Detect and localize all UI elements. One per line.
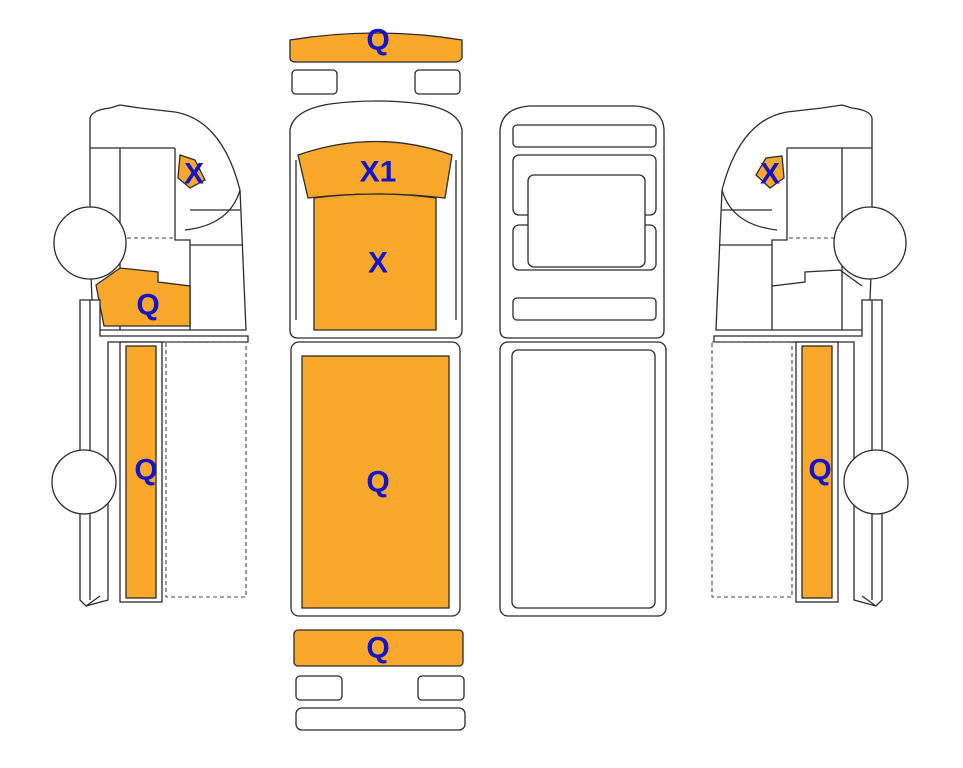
left-rear-wheel [51, 449, 117, 515]
underside-panel-top [512, 124, 657, 148]
roof-rear-zone [301, 355, 450, 609]
front-bumper-zone [289, 32, 463, 63]
left-front-wheel [53, 206, 127, 280]
left-door-lines [184, 189, 243, 246]
right-cab-window-zone [755, 155, 785, 189]
right-side-view: X Q [711, 104, 909, 607]
cab-side-lines [295, 160, 457, 320]
rear-bumper-zone [293, 629, 464, 667]
left-side-view: X Q Q [51, 104, 249, 607]
right-cargo-dashed-box [711, 341, 793, 598]
right-side-panel-label: Q [808, 454, 831, 487]
underside-panel-window [527, 174, 646, 268]
roof-front-zone [313, 193, 437, 331]
rear-step [295, 707, 466, 731]
left-headlight [291, 69, 338, 95]
left-cab-window-label: X [184, 158, 204, 191]
rear-bumper-label: Q [366, 632, 389, 665]
left-side-panel-label: Q [134, 454, 157, 487]
left-cargo-dashed-box [165, 341, 247, 598]
right-cab-outline [715, 104, 873, 331]
right-taillight [417, 675, 465, 701]
left-cab-lower-zone [95, 267, 191, 327]
left-cab-window-zone [177, 154, 206, 189]
left-side-panel-zone [125, 345, 157, 599]
roof-rear-label: Q [366, 466, 389, 499]
underside-panel-strip [512, 297, 657, 321]
roof-front-label: X [368, 247, 388, 280]
right-cab-lower-lines [771, 269, 863, 287]
underside-body-inner [511, 349, 656, 609]
right-cab-window-label: X [760, 158, 780, 191]
right-rear-wheel [843, 449, 909, 515]
left-taillight [295, 675, 343, 701]
front-bumper-label: Q [366, 24, 389, 57]
left-body-outline [79, 299, 249, 607]
right-headlight [414, 69, 461, 95]
windshield-label: X1 [360, 156, 397, 189]
left-cab-lower-label: Q [136, 289, 159, 322]
right-front-wheel [833, 206, 907, 280]
right-door-lines [719, 189, 778, 246]
underside-view [499, 105, 667, 617]
right-side-panel-zone [801, 345, 833, 599]
top-view: Q X1 X Q Q [289, 24, 466, 731]
